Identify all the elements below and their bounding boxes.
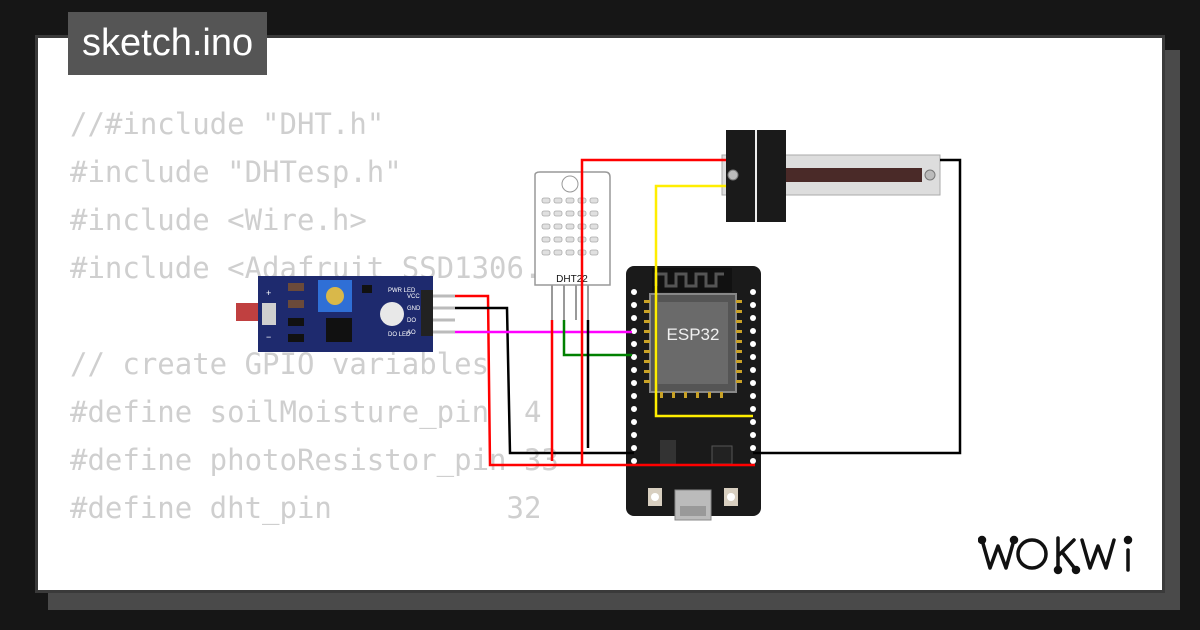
pin-label-gnd: GND [407,306,421,312]
code-line: // create GPIO variables [70,347,490,381]
pin-label-vcc: VCC [407,294,420,300]
code-line: #include <Wire.h> [70,203,367,237]
esp32-board[interactable]: ESP32 [626,266,761,521]
code-line: #define photoResistor_pin 33 [70,443,559,477]
pin-label-ao: AO [407,330,416,336]
code-listing: //#include "DHT.h" #include "DHTesp.h" #in… [70,100,576,590]
svg-text:+: + [266,288,271,298]
esp32-label: ESP32 [667,325,720,344]
svg-text:−: − [266,332,271,342]
ldr-module[interactable]: + − PWR LED DO LED VCC GND DO AO [236,276,455,352]
preview-card[interactable]: //#include "DHT.h" #include "DHTesp.h" #in… [35,35,1165,593]
slide-potentiometer[interactable] [721,130,941,222]
code-line: //#define relay_pin 14 [70,580,576,590]
wokwi-logo [978,535,1133,575]
dht22-sensor[interactable]: DHT22 [534,171,611,320]
file-tab[interactable]: sketch.ino [68,12,268,75]
code-line: #define soilMoisture_pin 4 [70,395,542,429]
do-led-label: DO LED [388,332,411,338]
dht22-label: DHT22 [556,274,588,285]
code-line: #define dht_pin 32 [70,491,542,525]
code-line: #include "DHTesp.h" [70,155,402,189]
code-line: //#include "DHT.h" [70,107,385,141]
pwr-led-label: PWR LED [388,288,416,294]
pin-label-do: DO [407,318,416,324]
wires [455,158,962,467]
